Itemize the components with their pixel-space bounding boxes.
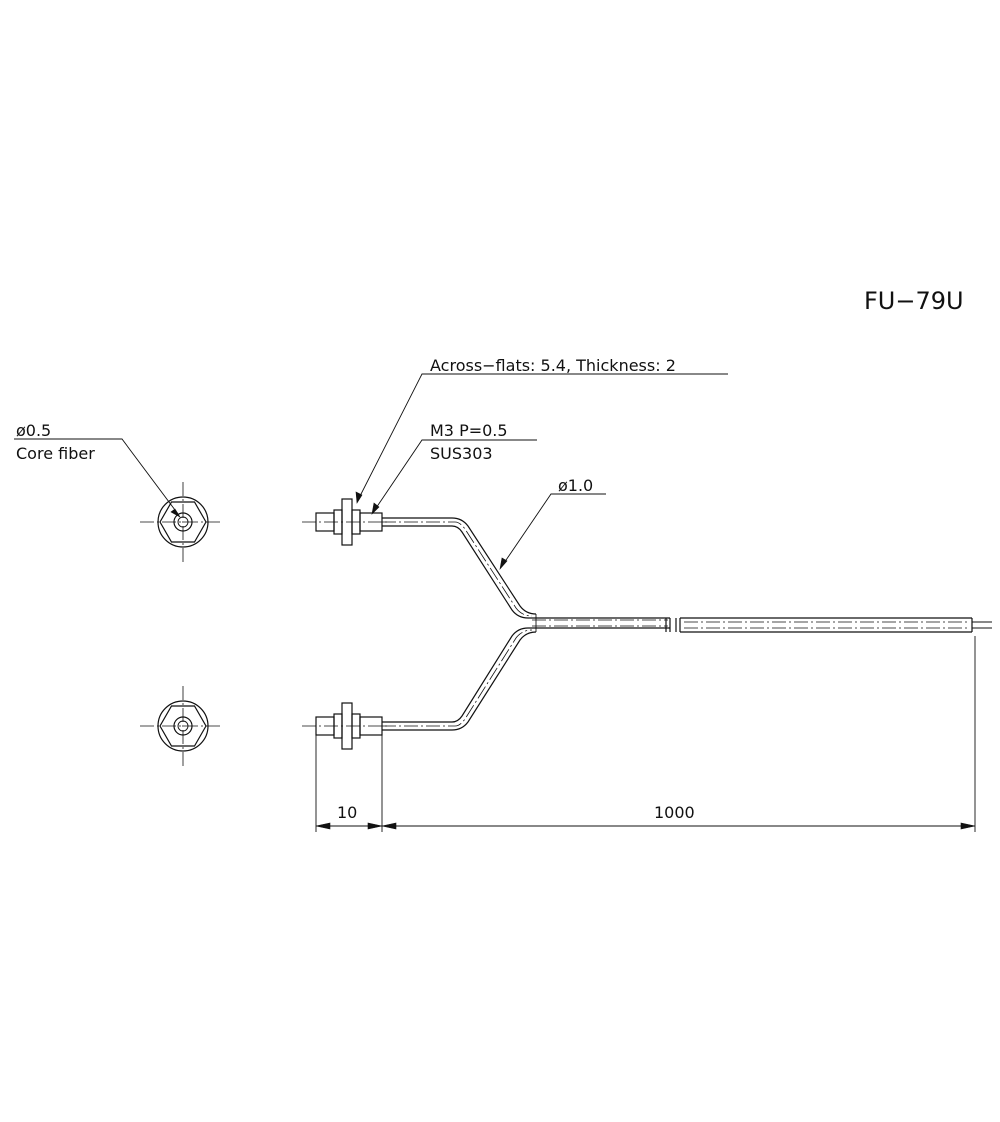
cable-main — [528, 614, 992, 633]
cable-diameter-label: ø1.0 — [558, 476, 593, 495]
model-title: FU−79U — [864, 287, 964, 315]
core-diameter-label: ø0.5 — [16, 421, 51, 440]
thread-spec-callout: M3 P=0.5 SUS303 — [371, 421, 537, 515]
cable-bottom-branch — [382, 627, 537, 731]
core-fiber-label: Core fiber — [16, 444, 95, 463]
thread-spec-label: M3 P=0.5 — [430, 421, 508, 440]
head-length-dimension: 10 — [337, 803, 357, 822]
nut-spec-label: Across−flats: 5.4, Thickness: 2 — [430, 356, 676, 375]
dimension-lines — [315, 636, 976, 832]
cable-diameter-callout: ø1.0 — [499, 476, 606, 571]
cable-length-dimension: 1000 — [654, 803, 695, 822]
head-side-bottom — [302, 702, 388, 750]
core-fiber-callout: ø0.5 Core fiber — [14, 421, 181, 518]
end-view-bottom — [140, 686, 222, 766]
cable-top-branch — [382, 517, 537, 619]
end-view-top — [140, 482, 222, 562]
nut-spec-callout: Across−flats: 5.4, Thickness: 2 — [355, 356, 728, 504]
material-label: SUS303 — [430, 444, 493, 463]
